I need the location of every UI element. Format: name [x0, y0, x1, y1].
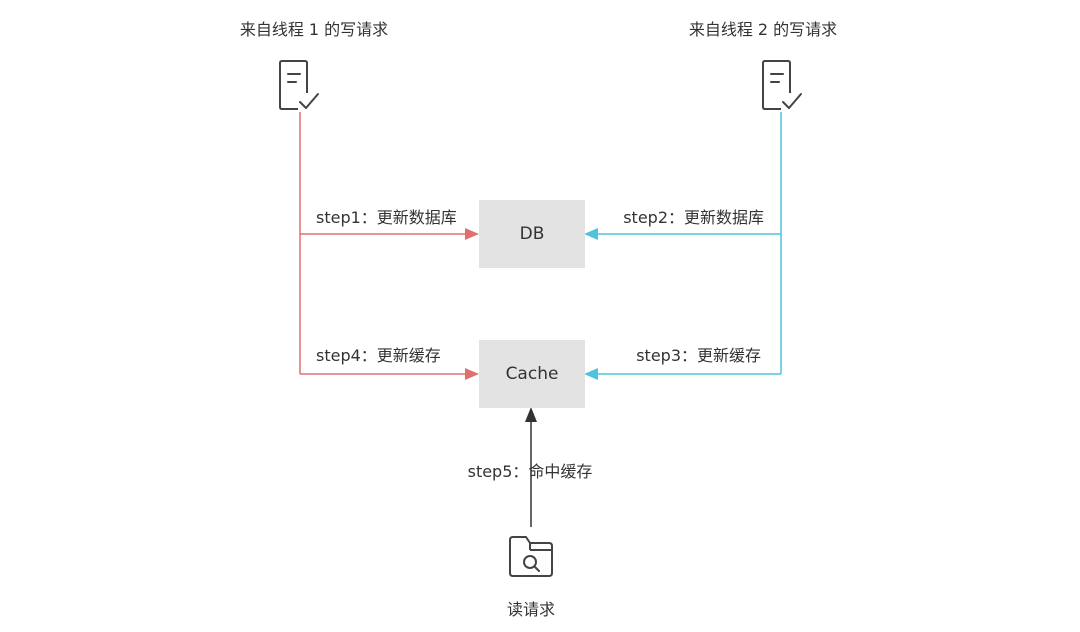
cache-node: Cache [479, 340, 585, 408]
step2-label: step2：更新数据库 [623, 208, 764, 227]
document-check-icon [762, 60, 802, 110]
thread1-label: 来自线程 1 的写请求 [239, 20, 389, 39]
step4-label: step4：更新缓存 [316, 346, 441, 365]
cache-label: Cache [505, 364, 559, 384]
thread1-to-cache-arrowhead [465, 368, 479, 380]
thread2-label: 来自线程 2 的写请求 [688, 20, 838, 39]
thread2-to-cache-arrowhead [584, 368, 598, 380]
document-check-icon [279, 60, 319, 110]
db-node: DB [479, 200, 585, 268]
thread2-to-db-arrowhead [584, 228, 598, 240]
step3-label: step3：更新缓存 [636, 346, 761, 365]
folder-search-icon [509, 536, 553, 577]
step5-label: step5：命中缓存 [467, 462, 593, 481]
thread1-to-db-arrowhead [465, 228, 479, 240]
read-to-cache-arrowhead [525, 407, 537, 422]
read-request-label: 读请求 [506, 600, 556, 619]
step1-label: step1：更新数据库 [316, 208, 457, 227]
db-label: DB [519, 224, 545, 244]
